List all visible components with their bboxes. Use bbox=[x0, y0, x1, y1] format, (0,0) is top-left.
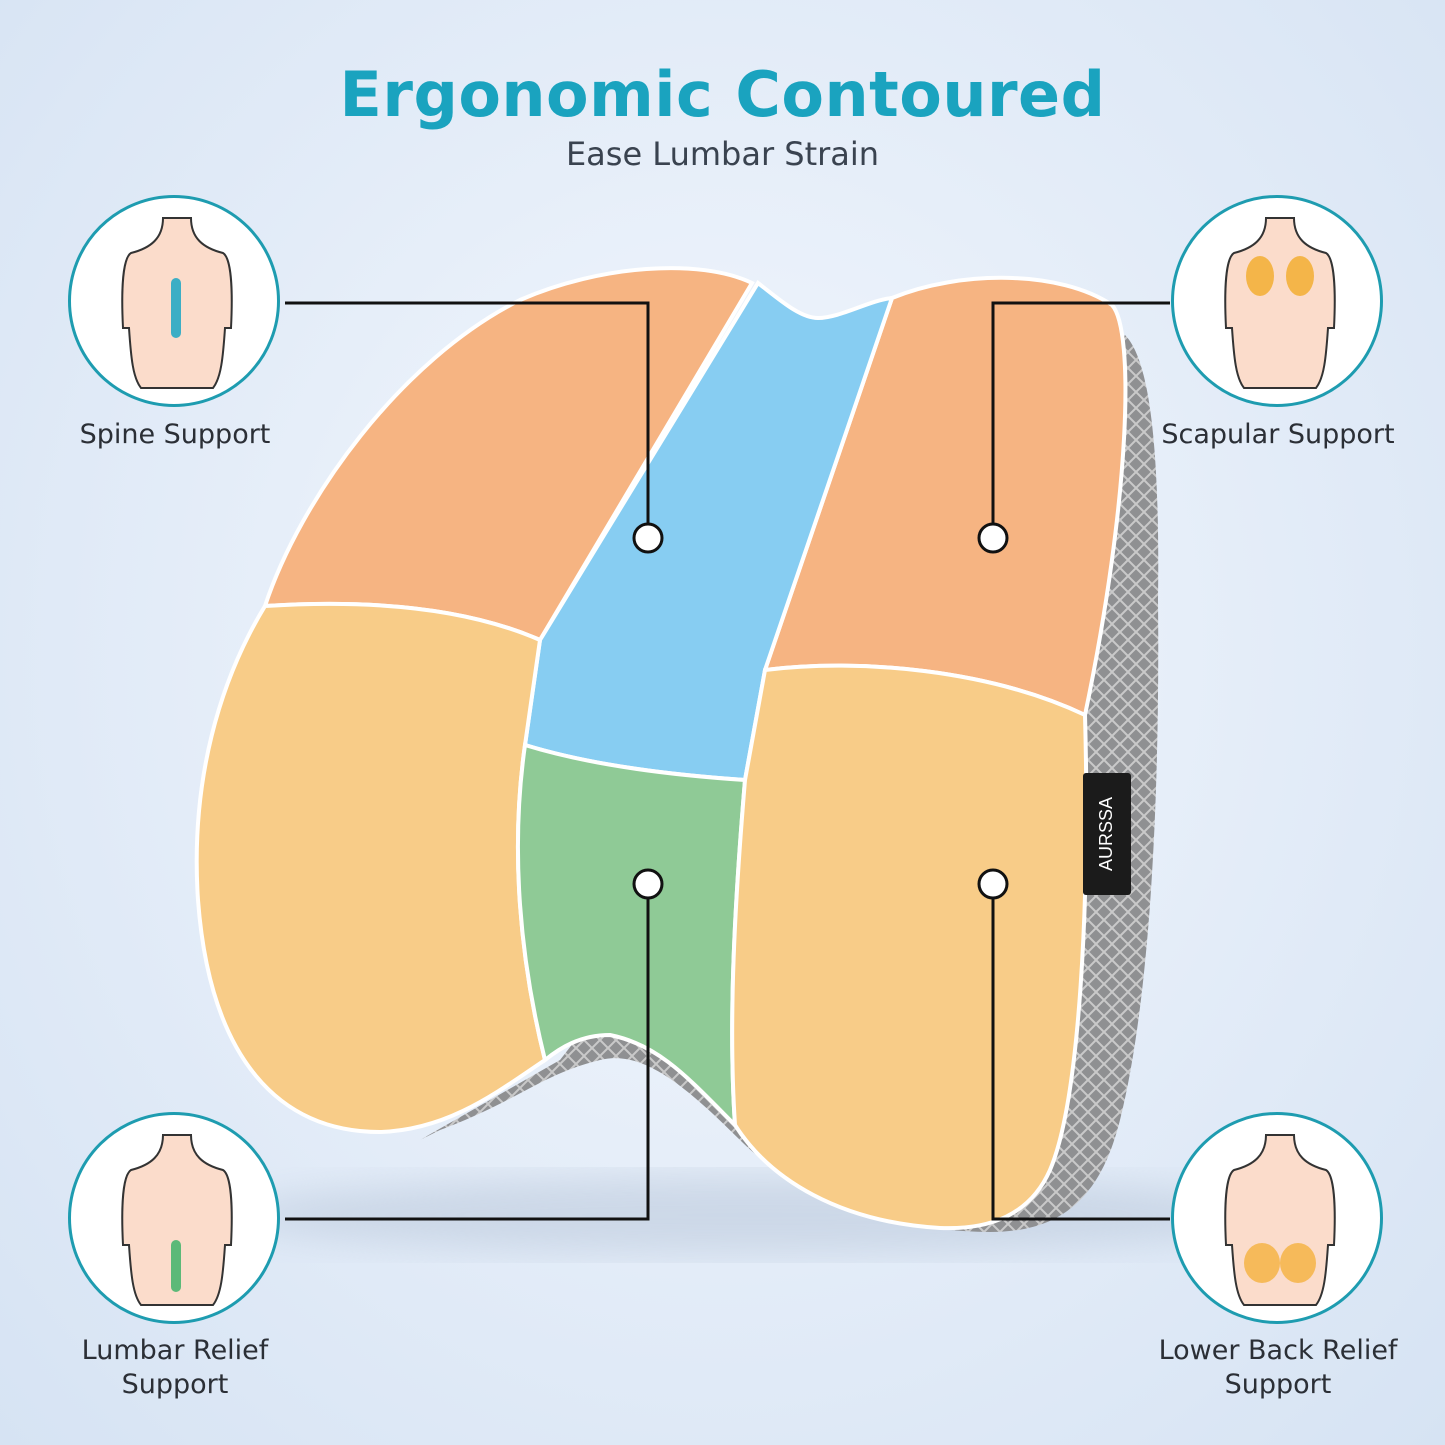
callout-dot-lumbar bbox=[632, 868, 664, 900]
scapula-left-highlight bbox=[1246, 256, 1274, 296]
zone-lower-left bbox=[194, 601, 548, 1135]
callout-dot-lower-back bbox=[977, 868, 1009, 900]
lower-back-right-highlight bbox=[1280, 1243, 1316, 1283]
callout-line-scapular bbox=[991, 301, 1170, 523]
callout-dot-scapular bbox=[977, 522, 1009, 554]
page-subtitle: Ease Lumbar Strain bbox=[565, 135, 880, 173]
feature-label-scapular: Scapular Support bbox=[1161, 419, 1395, 450]
brand-tag bbox=[1083, 773, 1131, 895]
feature-label-spine: Spine Support bbox=[79, 419, 271, 450]
zone-lower-right bbox=[730, 663, 1089, 1231]
scapula-right-highlight bbox=[1286, 256, 1314, 296]
callout-line-lumbar bbox=[285, 898, 650, 1221]
back-body-icon bbox=[121, 1134, 233, 1306]
back-body-icon bbox=[1224, 217, 1336, 389]
feature-label-lumbar: Lumbar Relief Support bbox=[81, 1335, 269, 1400]
callout-line-lower-back bbox=[991, 898, 1170, 1221]
page-title: Ergonomic Contoured bbox=[339, 58, 1106, 131]
back-body-icon bbox=[1224, 1134, 1336, 1306]
feature-lumbar-relief-badge bbox=[68, 1112, 280, 1324]
spine-highlight bbox=[171, 278, 181, 338]
callout-dot-spine bbox=[632, 522, 664, 554]
feature-spine-support-badge bbox=[68, 195, 280, 407]
zone-lumbar bbox=[515, 742, 748, 1131]
back-body-icon bbox=[121, 217, 233, 389]
lower-back-left-highlight bbox=[1244, 1243, 1280, 1283]
brand-tag-text: AURSSA bbox=[1096, 797, 1116, 871]
feature-label-lower-back: Lower Back Relief Support bbox=[1158, 1335, 1398, 1400]
floor-shadow bbox=[240, 1175, 1280, 1255]
feature-lower-back-relief-badge bbox=[1171, 1112, 1383, 1324]
lumbar-highlight bbox=[171, 1240, 181, 1292]
feature-scapular-support-badge bbox=[1171, 195, 1383, 407]
callout-line-spine bbox=[285, 301, 650, 523]
